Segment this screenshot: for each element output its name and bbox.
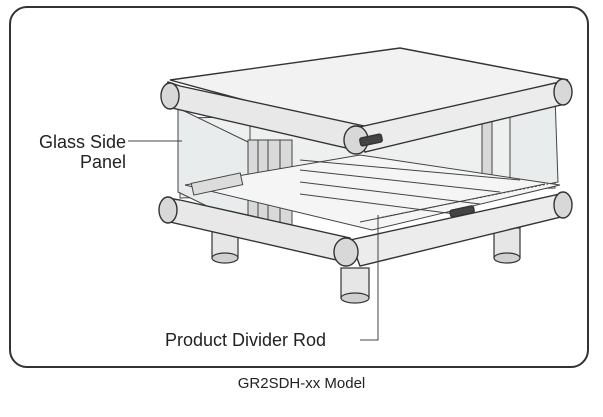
glass-side-panel-label: Glass Side Panel xyxy=(14,132,126,172)
top-unit xyxy=(160,47,573,155)
product-divider-rod-label: Product Divider Rod xyxy=(165,330,327,350)
lower-shelf xyxy=(184,154,561,231)
bottom-unit xyxy=(158,191,573,267)
model-caption: GR2SDH-xx Model xyxy=(237,375,366,392)
leg-back-right xyxy=(493,227,521,264)
glass-side-panel-label-line2: Panel xyxy=(79,152,126,172)
glass-side-panel-label-line1: Glass Side xyxy=(38,132,126,152)
leg-front-center xyxy=(340,267,370,304)
product-divider-rod-leader xyxy=(360,215,379,341)
